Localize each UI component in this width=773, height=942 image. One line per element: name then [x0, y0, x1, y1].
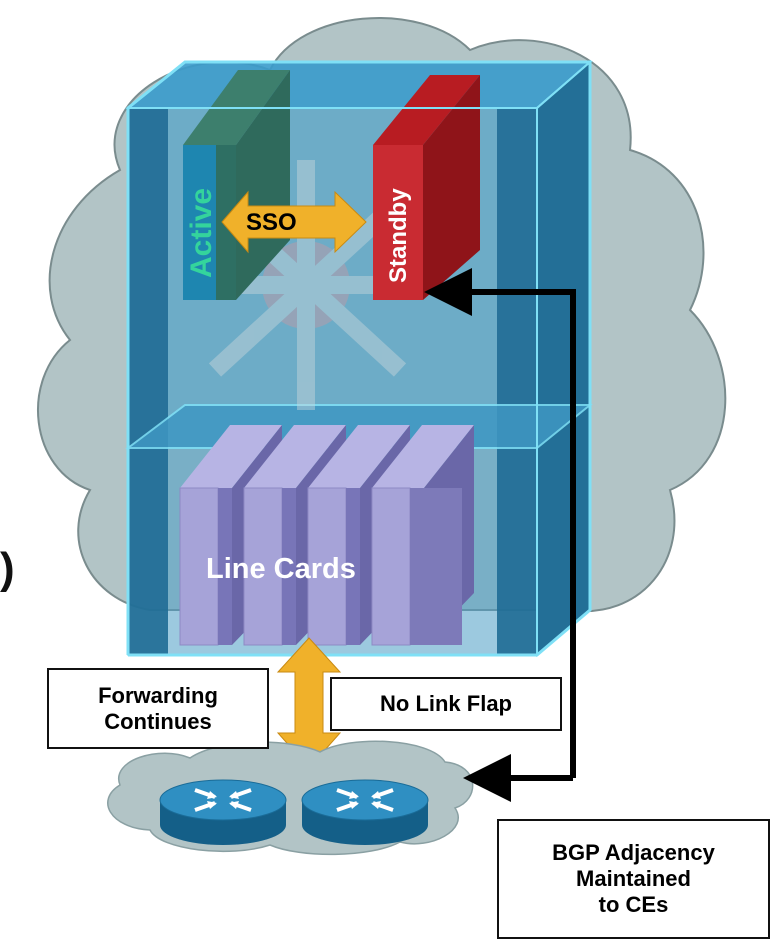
no-link-flap-callout: No Link Flap	[330, 677, 562, 731]
sso-double-arrow	[221, 190, 367, 254]
router-icon	[301, 779, 429, 845]
chassis-front-frame	[126, 60, 592, 657]
no-link-flap-label: No Link Flap	[380, 691, 512, 716]
forwarding-continues-callout: Forwarding Continues	[47, 668, 269, 749]
sso-label: SSO	[246, 209, 297, 236]
bgp-adjacency-callout: BGP Adjacency Maintained to CEs	[497, 819, 770, 939]
bgp-adjacency-label: BGP Adjacency Maintained to CEs	[552, 840, 715, 917]
line-cards	[179, 425, 474, 646]
cropped-glyph: )	[0, 544, 15, 593]
forwarding-continues-label: Forwarding Continues	[98, 682, 218, 734]
crossing-arrows-icon	[190, 160, 430, 410]
line-cards-label: Line Cards	[206, 553, 356, 585]
bgp-connector	[424, 268, 576, 802]
standby-label: Standby	[385, 188, 412, 283]
standby-supervisor-card	[373, 75, 480, 300]
active-label: Active	[185, 188, 218, 278]
router-icon	[159, 779, 287, 845]
line-card-4	[371, 425, 474, 646]
